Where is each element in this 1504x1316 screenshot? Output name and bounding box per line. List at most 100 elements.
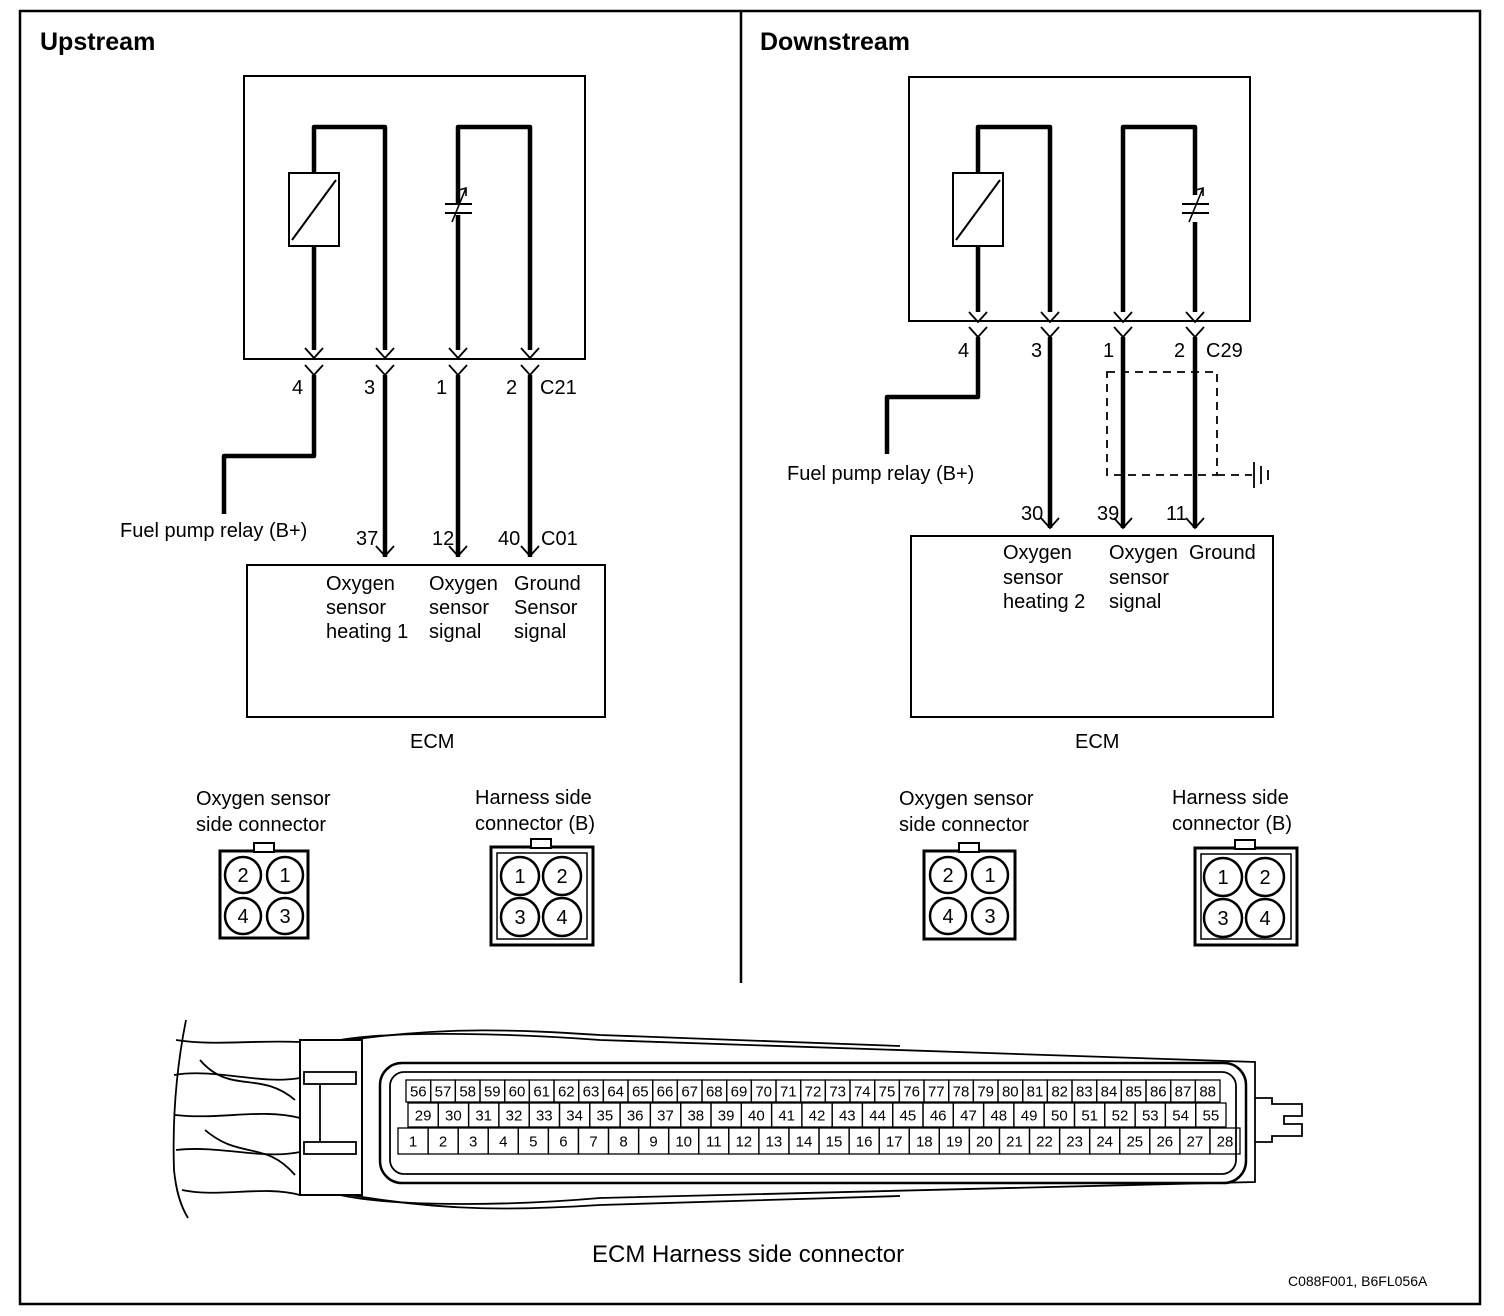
- ecm-pin-number: 74: [854, 1084, 871, 1101]
- upstream-oxygen-sensor: [243, 75, 586, 360]
- ecm-pin-number: 24: [1096, 1134, 1113, 1151]
- downstream-signal-heating-l3: heating 2: [1003, 591, 1085, 613]
- ecm-pin-number: 47: [960, 1108, 977, 1125]
- ecm-pin-number: 40: [748, 1108, 765, 1125]
- ecm-pin-number: 11: [706, 1134, 722, 1151]
- ecm-pin-number: 85: [1125, 1084, 1142, 1101]
- upstream-signal-sensor-l3: signal: [429, 621, 481, 643]
- upstream-sensor-connector-caption-l2: side connector: [196, 814, 326, 836]
- downstream-signal-sensor-l3: signal: [1109, 591, 1161, 613]
- upstream-ecm-box: [246, 564, 606, 718]
- ecm-pin-number: 72: [805, 1084, 822, 1101]
- ecm-pin-number: 30: [445, 1108, 462, 1125]
- downstream-ecm-pin-39: 39: [1097, 503, 1119, 525]
- downstream-harness-conn-n1: 2: [1259, 867, 1270, 889]
- upstream-sensor-conn-n1: 1: [279, 865, 290, 887]
- upstream-pin-1: 1: [436, 377, 447, 399]
- downstream-signal-heating-l1: Oxygen: [1003, 542, 1072, 564]
- ecm-pin-number: 2: [439, 1134, 447, 1151]
- ecm-pin-number: 87: [1175, 1084, 1192, 1101]
- upstream-signal-ground-l2: Sensor: [514, 597, 578, 619]
- ecm-pin-number: 1: [409, 1134, 417, 1151]
- ecm-pin-number: 37: [657, 1108, 674, 1125]
- ecm-pin-number: 44: [869, 1108, 886, 1125]
- ecm-pin-number: 31: [475, 1108, 492, 1125]
- upstream-title: Upstream: [40, 28, 155, 56]
- ecm-pin-number: 5: [529, 1134, 537, 1151]
- upstream-signal-sensor-l2: sensor: [429, 597, 489, 619]
- ecm-pin-number: 26: [1156, 1134, 1173, 1151]
- ecm-pin-number: 61: [533, 1084, 550, 1101]
- upstream-signal-heating-l2: sensor: [326, 597, 386, 619]
- downstream-signal-sensor-l2: sensor: [1109, 567, 1169, 589]
- ecm-pin-number: 6: [559, 1134, 567, 1151]
- ecm-pin-number: 67: [681, 1084, 698, 1101]
- ecm-pin-number: 59: [484, 1084, 501, 1101]
- ecm-pin-number: 52: [1112, 1108, 1129, 1125]
- downstream-sensing-element-icon: [1182, 186, 1209, 223]
- ecm-pin-number: 34: [566, 1108, 583, 1125]
- upstream-ecm-pin-40: 40: [498, 528, 520, 550]
- ecm-pin-number: 19: [946, 1134, 963, 1151]
- ecm-pin-number: 73: [829, 1084, 846, 1101]
- ecm-pin-number: 18: [916, 1134, 933, 1151]
- ecm-pin-number: 63: [583, 1084, 600, 1101]
- ecm-pin-number: 16: [856, 1134, 873, 1151]
- upstream-pin-2: 2: [506, 377, 517, 399]
- ecm-pin-number: 15: [826, 1134, 843, 1151]
- downstream-pin-1: 1: [1103, 340, 1114, 362]
- upstream-relay-label: Fuel pump relay (B+): [120, 520, 307, 542]
- ecm-pin-number: 39: [718, 1108, 735, 1125]
- downstream-sensor-side-connector: 2 1 4 3: [922, 842, 1017, 941]
- upstream-pin-4: 4: [292, 377, 303, 399]
- upstream-harness-conn-n1: 2: [556, 866, 567, 888]
- downstream-shield: [1106, 371, 1269, 488]
- ecm-pin-cell: [1195, 1102, 1227, 1128]
- downstream-sensor-conn-n2: 4: [942, 906, 953, 928]
- ecm-pin-number: 28: [1217, 1134, 1234, 1151]
- ecm-pin-number: 10: [675, 1134, 692, 1151]
- upstream-sensing-element-icon: [445, 186, 472, 223]
- downstream-oxygen-sensor: [908, 76, 1251, 322]
- ecm-pin-number: 86: [1150, 1084, 1167, 1101]
- ecm-pin-number: 68: [706, 1084, 723, 1101]
- ecm-pin-number: 57: [435, 1084, 452, 1101]
- upstream-sensor-conn-n3: 3: [279, 906, 290, 928]
- ecm-pin-number: 81: [1027, 1084, 1044, 1101]
- downstream-pin-4: 4: [958, 340, 969, 362]
- downstream-harness-conn-n3: 4: [1259, 908, 1270, 930]
- upstream-harness-connector-caption-l1: Harness side: [475, 787, 592, 809]
- ecm-pin-number: 48: [990, 1108, 1007, 1125]
- downstream-relay-label: Fuel pump relay (B+): [787, 463, 974, 485]
- ecm-pin-number: 65: [632, 1084, 649, 1101]
- downstream-panel: Downstream 4 3 1 2 C29: [760, 28, 1299, 947]
- ecm-pin-number: 58: [459, 1084, 476, 1101]
- upstream-harness-conn-n2: 3: [514, 907, 525, 929]
- ecm-pin-number: 79: [977, 1084, 994, 1101]
- ecm-pin-number: 49: [1021, 1108, 1038, 1125]
- ecm-pin-number: 38: [687, 1108, 704, 1125]
- upstream-connector-id: C21: [540, 377, 577, 399]
- downstream-pin-3: 3: [1031, 340, 1042, 362]
- upstream-ecm-pin-37: 37: [356, 528, 378, 550]
- ecm-pin-number: 23: [1066, 1134, 1083, 1151]
- downstream-ecm-box: [910, 535, 1274, 718]
- downstream-ecm-label: ECM: [1075, 731, 1119, 753]
- upstream-sensor-conn-n2: 4: [237, 906, 248, 928]
- ecm-pin-number: 7: [589, 1134, 597, 1151]
- upstream-harness-connector-caption-l2: connector (B): [475, 813, 595, 835]
- ecm-pin-number: 78: [953, 1084, 970, 1101]
- ecm-pin-number: 88: [1199, 1084, 1216, 1101]
- downstream-sensor-connector-caption-l1: Oxygen sensor: [899, 788, 1034, 810]
- ecm-pin-number: 42: [809, 1108, 826, 1125]
- upstream-panel: Upstream 4 3 1 2 C21: [40, 28, 606, 947]
- downstream-harness-conn-n2: 3: [1217, 908, 1228, 930]
- downstream-signal-ground-l1: Ground: [1189, 542, 1256, 564]
- ecm-pin-number: 76: [903, 1084, 920, 1101]
- ecm-pin-number: 54: [1172, 1108, 1189, 1125]
- downstream-harness-conn-n0: 1: [1217, 867, 1228, 889]
- ecm-pin-number: 64: [607, 1084, 624, 1101]
- ecm-pin-number: 56: [410, 1084, 427, 1101]
